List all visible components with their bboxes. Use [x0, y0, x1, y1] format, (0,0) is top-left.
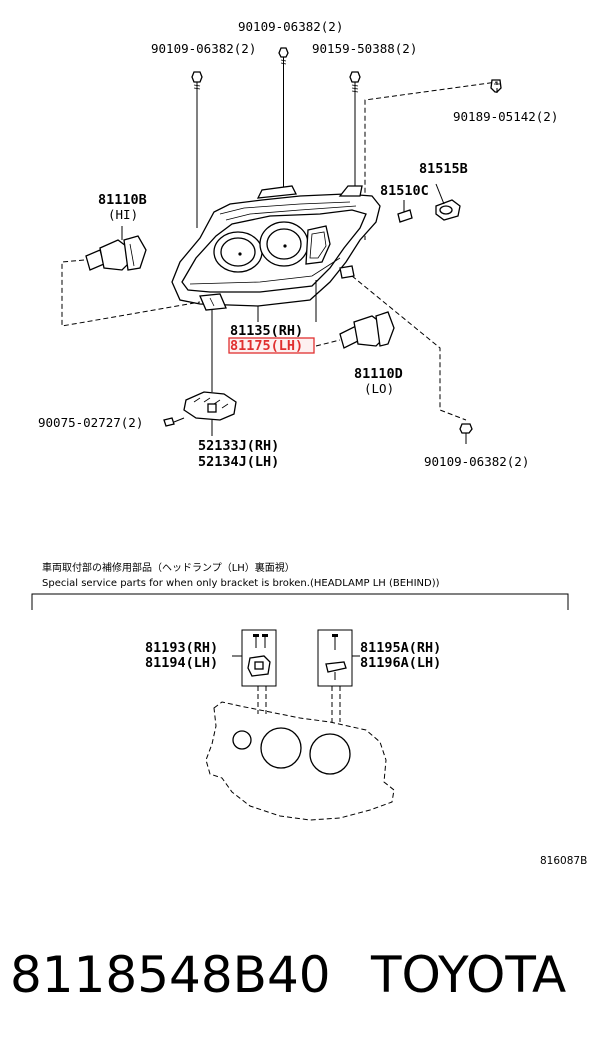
headlamp-back-outline[interactable]: [205, 701, 395, 821]
label-81195a[interactable]: 81195A(RH): [360, 640, 441, 656]
label-81194[interactable]: 81194(LH): [145, 655, 218, 671]
label-52133j[interactable]: 52133J(RH): [198, 438, 279, 454]
label-90109-06382-left[interactable]: 90109-06382(2): [151, 41, 256, 56]
label-81175-highlighted[interactable]: 81175(LH): [230, 338, 303, 354]
label-81135[interactable]: 81135(RH): [230, 323, 303, 339]
headlamp-assembly[interactable]: [171, 185, 461, 311]
label-81515b[interactable]: 81515B: [419, 161, 468, 177]
label-81510c[interactable]: 81510C: [380, 183, 429, 199]
label-81110d-sub: (LO): [364, 381, 394, 396]
label-81110b[interactable]: 81110B: [98, 192, 147, 208]
bolt-90159-icon: [349, 71, 361, 94]
bulb-81110b-icon[interactable]: [85, 235, 147, 271]
label-90109-06382-top[interactable]: 90109-06382(2): [238, 19, 343, 34]
footer-part-number: 8118548B40: [10, 946, 331, 1004]
screw-90075-icon: [163, 417, 185, 427]
label-90189-05142[interactable]: 90189-05142(2): [453, 109, 558, 124]
label-90159-50388[interactable]: 90159-50388(2): [312, 41, 417, 56]
note-japanese: 車両取付部の補修用部品（ヘッドランプ（LH）裏面視）: [42, 561, 295, 574]
bulb-81110d-icon[interactable]: [339, 311, 395, 349]
note-english: Special service parts for when only brac…: [42, 578, 440, 589]
service-bracket-line: [31, 593, 569, 610]
label-81193[interactable]: 81193(RH): [145, 640, 218, 656]
bracket-52133j-icon[interactable]: [183, 391, 237, 421]
kit-81193-box[interactable]: [241, 629, 277, 687]
label-90109-06382-bottom[interactable]: 90109-06382(2): [424, 454, 529, 469]
diagram-code: 816087B: [540, 855, 587, 867]
label-52134j[interactable]: 52134J(LH): [198, 454, 279, 470]
label-81110d[interactable]: 81110D: [354, 366, 403, 382]
label-90075-02727[interactable]: 90075-02727(2): [38, 415, 143, 430]
label-81110b-sub: (HI): [108, 207, 138, 222]
kit-81195a-box[interactable]: [317, 629, 353, 687]
socket-81515b-icon: [435, 199, 461, 221]
bolt-90109-bottom-icon: [459, 423, 473, 444]
label-81196a[interactable]: 81196A(LH): [360, 655, 441, 671]
highlight-box-81175: [228, 337, 315, 354]
footer-brand: TOYOTA: [370, 946, 566, 1004]
bolt-90109-top-icon: [278, 47, 289, 66]
bolt-90109-left-icon: [191, 71, 203, 92]
